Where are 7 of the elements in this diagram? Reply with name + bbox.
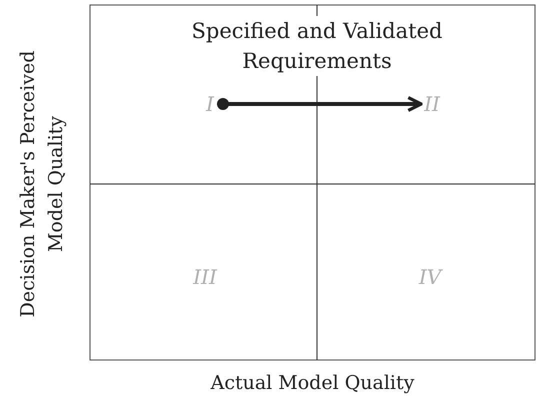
quadrant-numeral: IV [418, 266, 442, 288]
quadrant-numeral: II [424, 93, 440, 115]
axis-label: Decision Maker's Perceived Model Quality [16, 50, 68, 320]
quadrant-numeral: I [206, 93, 214, 115]
axis-label: Actual Model Quality [210, 371, 416, 396]
arrow [216, 96, 423, 112]
quadrant-numeral: III [193, 266, 217, 288]
